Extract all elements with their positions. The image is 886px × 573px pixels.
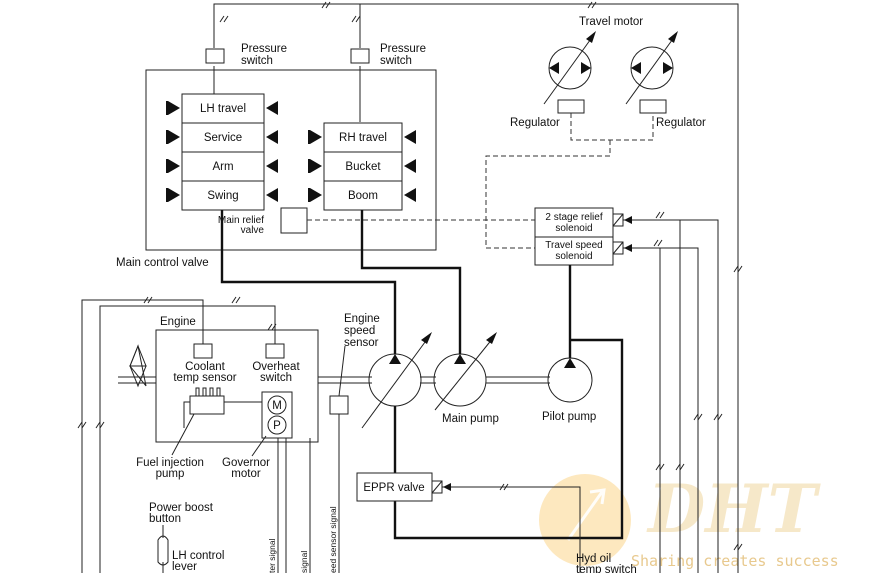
- svg-text:Overheat: Overheat: [252, 361, 300, 373]
- svg-text:Hyd oil: Hyd oil: [576, 553, 611, 565]
- spool-stack-right: RH travel Bucket Boom: [308, 122, 416, 211]
- fuel-injection-pump: Fuel injection pump: [136, 387, 225, 480]
- svg-text:Regulator: Regulator: [510, 117, 560, 129]
- spool-swing: Swing: [207, 190, 238, 202]
- fan-icon: [129, 344, 147, 388]
- main-relief-valve: Main relief valve: [218, 207, 535, 236]
- eppr-valve: EPPR valve: [356, 472, 581, 573]
- svg-text:Travel speed: Travel speed: [545, 240, 602, 251]
- main-control-valve-outline: [145, 69, 437, 251]
- pressure-switch-left: Pressure switch: [205, 43, 287, 67]
- svg-text:sensor: sensor: [344, 337, 379, 349]
- watermark-logo-icon: [539, 474, 631, 566]
- spool-stack-left: LH travel Service Arm Swing: [166, 93, 278, 211]
- svg-text:speed: speed: [344, 325, 375, 337]
- svg-text:LH control: LH control: [172, 550, 224, 562]
- watermark-slogan: Sharing creates success: [631, 552, 839, 570]
- svg-text:solenoid: solenoid: [555, 223, 592, 234]
- svg-text:valve: valve: [241, 225, 265, 236]
- engine-section: Engine Coolant temp sensor Overheat swit…: [77, 296, 550, 573]
- svg-text:pump: pump: [156, 468, 185, 480]
- main-pump: Main pump: [361, 332, 499, 429]
- svg-text:Governor: Governor: [222, 457, 270, 469]
- spool-bucket: Bucket: [345, 161, 381, 173]
- svg-text:Pilot pump: Pilot pump: [542, 411, 596, 423]
- main-control-valve-label: Main control valve: [116, 257, 209, 269]
- signal-label-2: signal: [299, 551, 309, 573]
- watermark: DHT Sharing creates success: [539, 470, 839, 570]
- spool-service: Service: [204, 132, 242, 144]
- svg-text:temp sensor: temp sensor: [173, 372, 236, 384]
- engine-label: Engine: [160, 316, 196, 328]
- svg-text:P: P: [273, 420, 281, 432]
- spool-rh-travel: RH travel: [339, 132, 387, 144]
- solenoid-block: 2 stage relief solenoid Travel speed sol…: [534, 207, 723, 573]
- lh-control-lever: LH control lever: [157, 535, 224, 573]
- svg-text:Main pump: Main pump: [442, 413, 499, 425]
- travel-motor-label: Travel motor: [579, 16, 643, 28]
- spool-boom: Boom: [348, 190, 378, 202]
- spool-arm: Arm: [212, 161, 233, 173]
- svg-text:switch: switch: [260, 372, 292, 384]
- svg-text:button: button: [149, 513, 181, 525]
- svg-text:Main relief: Main relief: [218, 215, 264, 226]
- watermark-arrow-icon: [566, 488, 606, 541]
- svg-text:M: M: [272, 400, 282, 412]
- governor-motor: M P Governor motor: [222, 391, 293, 573]
- signal-label-3: eed sensor signal: [328, 506, 338, 573]
- svg-text:Regulator: Regulator: [656, 117, 706, 129]
- power-boost-button: Power boost button: [149, 502, 214, 538]
- svg-text:switch: switch: [380, 55, 412, 67]
- svg-text:motor: motor: [231, 468, 261, 480]
- engine-speed-sensor: Engine speed sensor: [329, 313, 380, 573]
- watermark-brand: DHT: [646, 470, 822, 548]
- svg-text:Coolant: Coolant: [185, 361, 225, 373]
- hydraulic-lines: [220, 210, 624, 540]
- svg-text:Fuel injection: Fuel injection: [136, 457, 204, 469]
- svg-text:switch: switch: [241, 55, 273, 67]
- pressure-switch-right: Pressure switch: [350, 43, 426, 67]
- spool-lh-travel: LH travel: [200, 103, 246, 115]
- travel-motor-group: Travel motor Regulator Regulator: [485, 16, 706, 249]
- hyd-oil-temp-switch: Hyd oil temp switch: [576, 220, 685, 573]
- lever-icon: [157, 535, 169, 566]
- svg-text:EPPR valve: EPPR valve: [363, 482, 424, 494]
- svg-text:Pressure: Pressure: [380, 43, 426, 55]
- svg-text:2 stage relief: 2 stage relief: [545, 212, 602, 223]
- svg-text:temp switch: temp switch: [576, 564, 637, 573]
- pilot-pump: Pilot pump: [542, 357, 596, 423]
- svg-text:Pressure: Pressure: [241, 43, 287, 55]
- svg-text:solenoid: solenoid: [555, 251, 592, 262]
- svg-text:Power boost: Power boost: [149, 502, 214, 514]
- svg-text:lever: lever: [172, 561, 197, 573]
- signal-label-1: ter signal: [267, 538, 277, 573]
- svg-text:Engine: Engine: [344, 313, 380, 325]
